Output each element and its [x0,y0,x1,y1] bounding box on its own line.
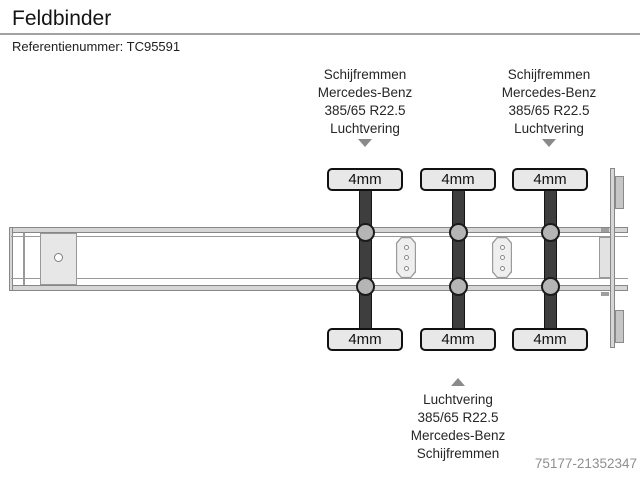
spec-line-brakes: Schijfremmen [323,67,407,82]
front-crossmember [23,233,25,285]
rear-bracket [601,227,609,232]
rear-marker-board [615,310,624,343]
wheel-hub-icon [355,222,375,242]
spec-block-axle-3: Schijfremmen Mercedes-Benz 385/65 R22.5 … [439,66,640,138]
frame-front-edge [9,227,13,291]
spec-line-tyre-size: 385/65 R22.5 [324,103,406,118]
tread-depth-badge: 4mm [512,168,588,191]
rear-bumper-bar [610,168,615,348]
wheel-hub-icon [540,276,560,296]
spec-block-axle-1: Schijfremmen Mercedes-Benz 385/65 R22.5 … [255,66,475,138]
arrow-down-icon [358,139,372,147]
bolt-hole-icon [403,244,409,250]
spec-line-brakes: Schijfremmen [507,67,591,82]
spec-line-suspension: Luchtvering [514,121,584,136]
wheel-hub-icon [448,276,468,296]
bolt-hole-icon [499,265,505,271]
axle-2-bar [451,188,465,333]
spec-line-tyre-size: 385/65 R22.5 [508,103,590,118]
tread-depth-badge: 4mm [420,328,496,351]
frame-rail-bottom [9,285,628,291]
spec-line-tyre-size: 385/65 R22.5 [417,410,499,425]
bolt-hole-icon [499,244,505,250]
arrow-up-icon [451,378,465,386]
bolt-hole-icon [499,255,505,260]
axle-1-bar [358,188,372,333]
spec-line-axle-brand: Mercedes-Benz [501,85,597,100]
wheel-hub-icon [355,276,375,296]
frame-rail-top [9,227,628,233]
wheel-hub-icon [448,222,468,242]
kingpin-plate [40,233,77,285]
wheel-hub-icon [540,222,560,242]
kingpin-icon [54,253,63,262]
tread-depth-badge: 4mm [327,328,403,351]
bolt-hole-icon [403,265,409,271]
listing-id: 75177-21352347 [534,456,637,471]
rear-marker-board [615,176,624,209]
bolt-hole-icon [403,255,409,260]
spec-line-axle-brand: Mercedes-Benz [317,85,413,100]
rear-bracket [601,291,609,296]
frame-inner-line-bottom [11,277,628,279]
spec-line-suspension: Luchtvering [423,392,493,407]
reference-number: Referentienummer: TC95591 [12,39,181,54]
arrow-down-icon [542,139,556,147]
spec-block-axle-2: Luchtvering 385/65 R22.5 Mercedes-Benz S… [348,391,568,463]
page-title: Feldbinder [12,7,112,30]
tread-depth-badge: 4mm [512,328,588,351]
tread-depth-badge: 4mm [327,168,403,191]
spec-line-suspension: Luchtvering [330,121,400,136]
frame-inner-line-top [11,235,628,237]
spec-line-axle-brand: Mercedes-Benz [410,428,506,443]
tread-depth-badge: 4mm [420,168,496,191]
header-divider [0,33,640,35]
axle-3-bar [543,188,557,333]
spec-line-brakes: Schijfremmen [416,446,500,461]
